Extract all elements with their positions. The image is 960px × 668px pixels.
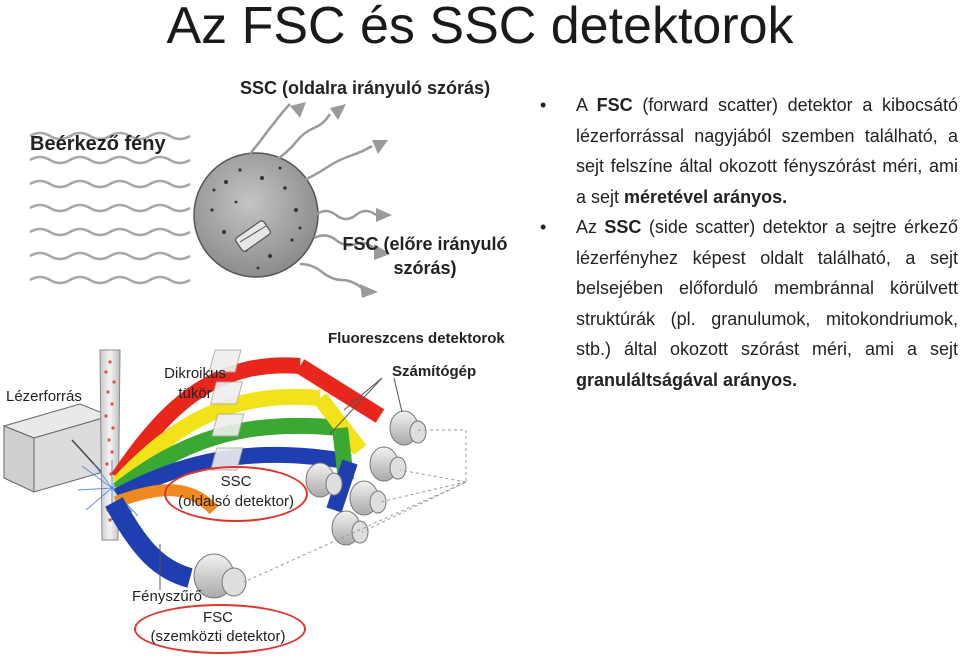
ssc-term: SSC	[604, 217, 642, 237]
fsc-forward-scatter-label: FSC (előre irányuló szórás)	[330, 232, 520, 280]
computer-label: Számítógép	[392, 363, 477, 380]
incoming-light-waves	[29, 131, 191, 285]
side-scatter-rays	[249, 103, 373, 184]
forward-arrowheads	[360, 208, 392, 298]
detector-icon	[389, 410, 427, 446]
fsc-forward-scatter-line1: FSC (előre irányuló	[342, 234, 508, 254]
ssc-bullet: Az SSC (side scatter) detektor a sejtre …	[540, 212, 958, 395]
fsc-forward-scatter-line2: szórás)	[393, 258, 457, 278]
detector-icon	[349, 480, 387, 516]
fsc-emphasis: méretével arányos.	[624, 186, 788, 207]
fsc-term: FSC	[596, 95, 633, 115]
ssc-emphasis: granuláltságával arányos.	[576, 369, 798, 390]
fsc-detector-icon	[193, 553, 247, 599]
ssc-detector-highlight	[164, 466, 308, 522]
label-pointers	[159, 377, 403, 590]
dichroic-mirrors	[208, 349, 245, 471]
fluorescent-detectors-label: Fluoreszcens detektorok	[328, 330, 505, 347]
fluorescent-detector-icons	[331, 410, 427, 546]
light-filter-label: Fényszűrő	[132, 588, 203, 605]
fsc-detector-highlight	[134, 604, 306, 654]
laser-source-label: Lézerforrás	[6, 388, 82, 405]
fsc-detector-line1: FSC	[203, 609, 233, 626]
fsc-text-b: (forward scatter) detektor a kibocsátó l…	[576, 95, 959, 207]
page-title: Az FSC és SSC detektorok	[166, 0, 794, 55]
fsc-detector-line2: (szemközti detektor)	[150, 628, 286, 645]
ssc-detector-line2: (oldalsó detektor)	[178, 493, 294, 510]
scatter-arrowheads	[290, 102, 388, 154]
computer-connections	[243, 429, 467, 583]
detector-icon	[331, 510, 369, 546]
flow-tube-icon	[99, 349, 121, 541]
explanation-text: A FSC (forward scatter) detektor a kiboc…	[540, 90, 958, 395]
ssc-detector-label: SSC (oldalsó detektor)	[166, 472, 306, 512]
ssc-detector-line1: SSC	[220, 473, 252, 490]
dichroic-mirror-label: Dikroikus tükör	[150, 364, 240, 404]
ssc-detector-icon	[305, 462, 343, 498]
incoming-light-label: Beérkező fény	[30, 133, 166, 155]
dichroic-line2: tükör	[178, 385, 212, 402]
color-beams	[105, 357, 385, 588]
detector-icon	[369, 446, 407, 482]
ssc-text-b: (side scatter) detektor a sejtre érkező …	[576, 217, 958, 359]
fsc-text-a: A	[576, 95, 597, 115]
laser-box-icon	[2, 403, 112, 493]
dichroic-line1: Dikroikus	[164, 365, 226, 382]
fsc-detector-label: FSC (szemközti detektor)	[136, 608, 300, 646]
cell-icon	[193, 152, 319, 278]
ssc-text-a: Az	[576, 217, 605, 237]
ssc-side-scatter-label: SSC (oldalra irányuló szórás)	[240, 78, 491, 98]
flow-cytometer-diagram	[2, 102, 467, 599]
fsc-bullet: A FSC (forward scatter) detektor a kiboc…	[540, 90, 959, 212]
forward-scatter-rays	[299, 209, 377, 289]
